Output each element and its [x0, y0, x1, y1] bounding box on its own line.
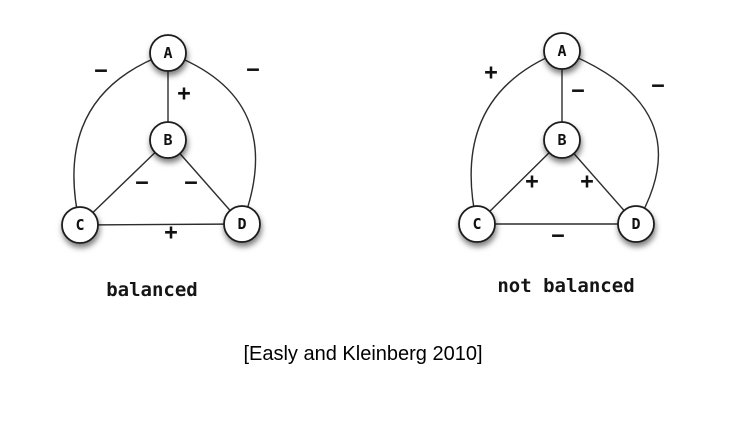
node-B [149, 121, 187, 159]
edge-BC [476, 139, 563, 225]
citation-text: [Easly and Kleinberg 2010] [243, 343, 483, 365]
node-label-D: D [631, 215, 640, 233]
edge-sign-AD: − [651, 74, 664, 99]
node-A [149, 34, 187, 72]
edge-BC [79, 139, 169, 226]
edge-sign-AD: − [246, 58, 259, 83]
edge-sign-BC: − [135, 171, 148, 196]
edge-sign-BC: + [525, 170, 538, 195]
edge-sign-CD: − [551, 224, 564, 249]
edge-AC [470, 50, 563, 225]
node-label-D: D [237, 215, 246, 233]
edge-sign-CD: + [164, 221, 177, 246]
node-D [617, 205, 655, 243]
edge-sign-BD: + [580, 170, 593, 195]
node-label-B: B [557, 131, 566, 149]
node-label-A: A [163, 44, 172, 62]
node-C [61, 206, 99, 244]
edge-sign-AB: + [177, 82, 190, 107]
edge-CD [79, 223, 243, 226]
node-C [458, 205, 496, 243]
edge-AD [561, 50, 660, 225]
graph-title-balanced-graph: balanced [106, 279, 198, 301]
node-label-A: A [557, 42, 566, 60]
node-label-B: B [163, 131, 172, 149]
node-B [543, 121, 581, 159]
edge-AD [167, 52, 257, 225]
edge-sign-AC: − [94, 59, 107, 84]
node-A [543, 32, 581, 70]
node-D [223, 205, 261, 243]
edge-sign-BD: − [184, 171, 197, 196]
edge-AC [73, 52, 169, 226]
node-label-C: C [75, 216, 84, 234]
graph-title-not-balanced-graph: not balanced [497, 275, 634, 297]
edge-sign-AB: − [571, 79, 584, 104]
node-label-C: C [472, 215, 481, 233]
edge-sign-AC: + [484, 61, 497, 86]
